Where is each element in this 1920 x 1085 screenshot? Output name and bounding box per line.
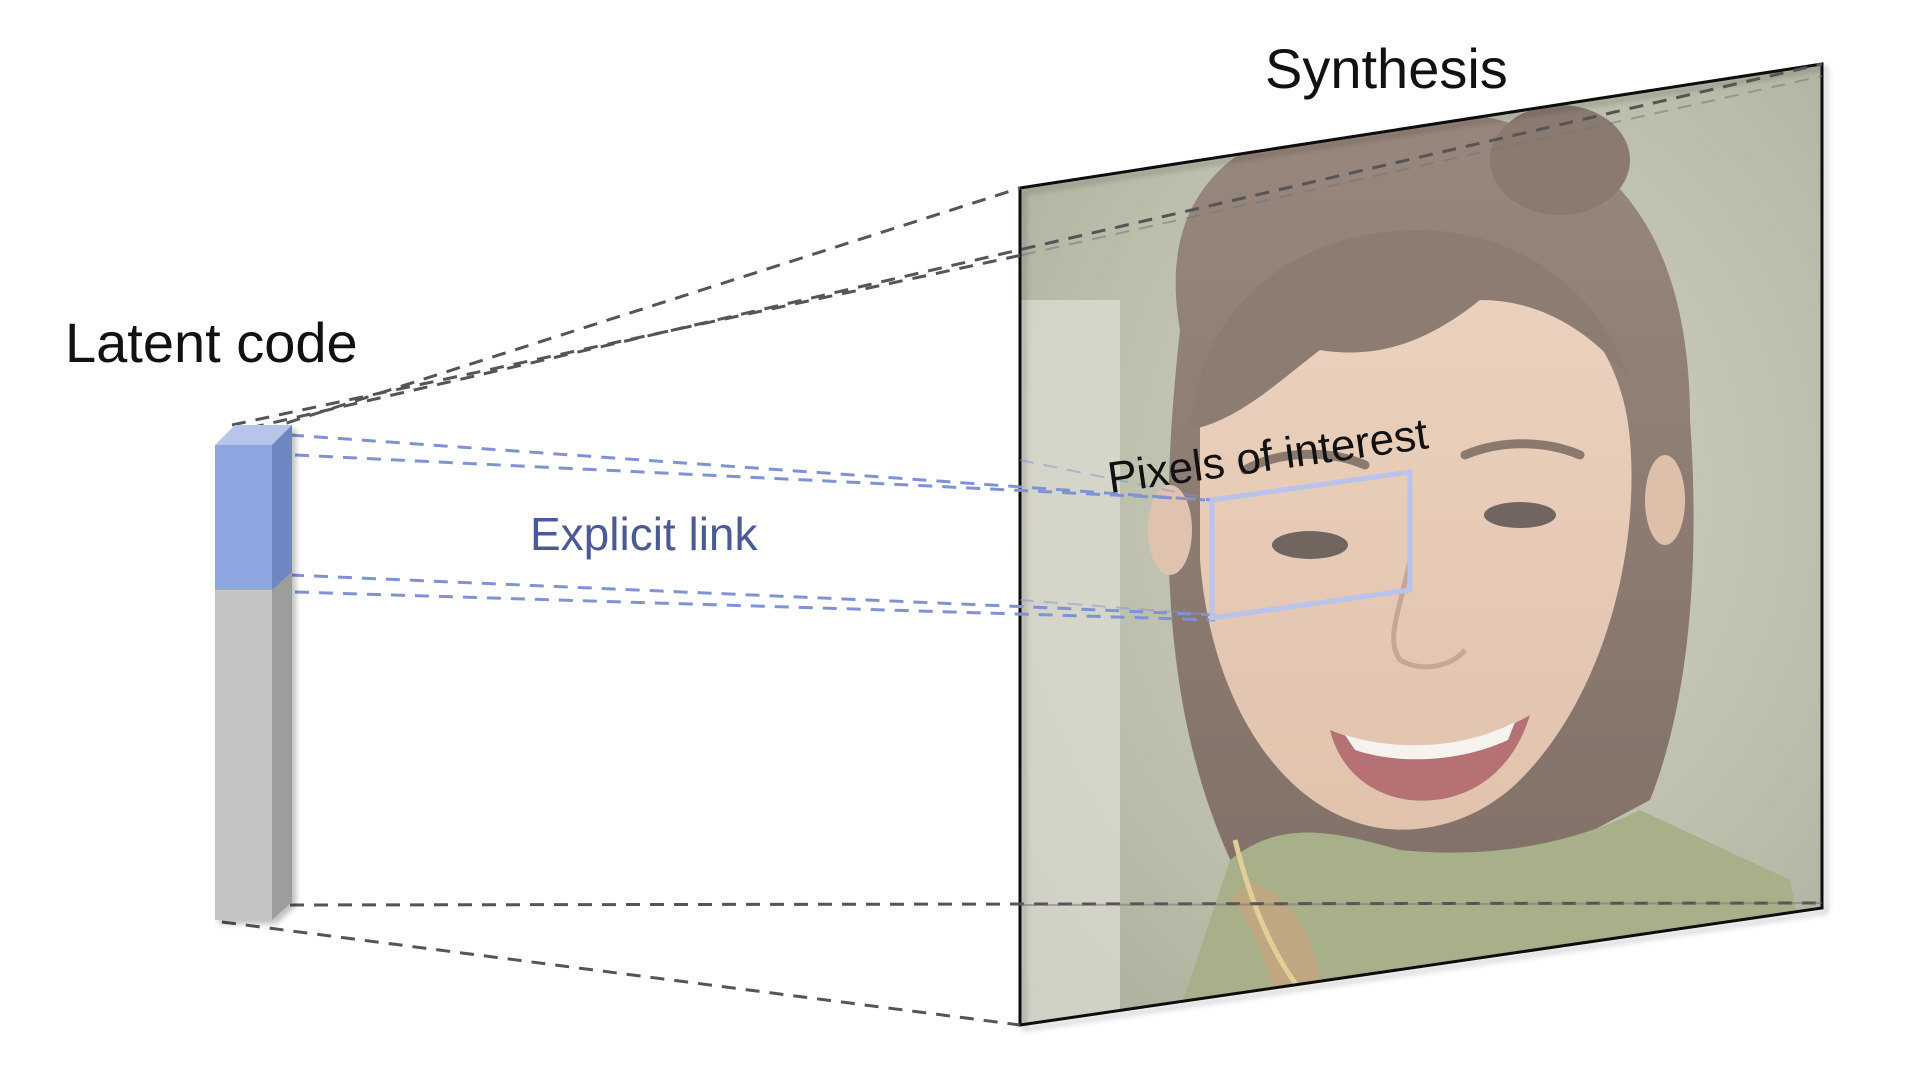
left-eye [1272, 531, 1348, 559]
latent-body-segment [215, 590, 272, 920]
guide-top-inner [231, 253, 1023, 427]
link-line-3 [289, 573, 1216, 617]
guide-top-left [217, 186, 1021, 447]
latent-highlight-segment [215, 445, 272, 590]
guide-top-right [249, 62, 1823, 430]
pixels-of-interest-box [1209, 469, 1413, 621]
right-eye [1484, 502, 1556, 528]
guide-bottom-left [221, 920, 1021, 1027]
dark-guide-lines [217, 62, 1823, 1027]
latent-highlight-side [272, 425, 292, 590]
synthesis-frame [1018, 62, 1824, 1027]
link-line-4 [294, 590, 1216, 622]
synthesis-label: Synthesis [1265, 37, 1508, 100]
faint-guide-lines [1021, 75, 1823, 906]
latent-code-label: Latent code [65, 311, 358, 374]
latent-body-side [272, 572, 292, 920]
guide-bottom-right [289, 901, 1823, 907]
link-line-2 [294, 453, 1216, 502]
explicit-link-label: Explicit link [530, 508, 759, 560]
link-line-continuations [1019, 459, 1216, 616]
latent-bar-top [215, 425, 292, 445]
face-shape [1200, 250, 1632, 830]
explicit-link-lines [289, 433, 1216, 622]
latent-code-bar [215, 425, 292, 920]
link-line-1 [289, 433, 1206, 502]
synthesis-image [1020, 64, 1822, 1025]
